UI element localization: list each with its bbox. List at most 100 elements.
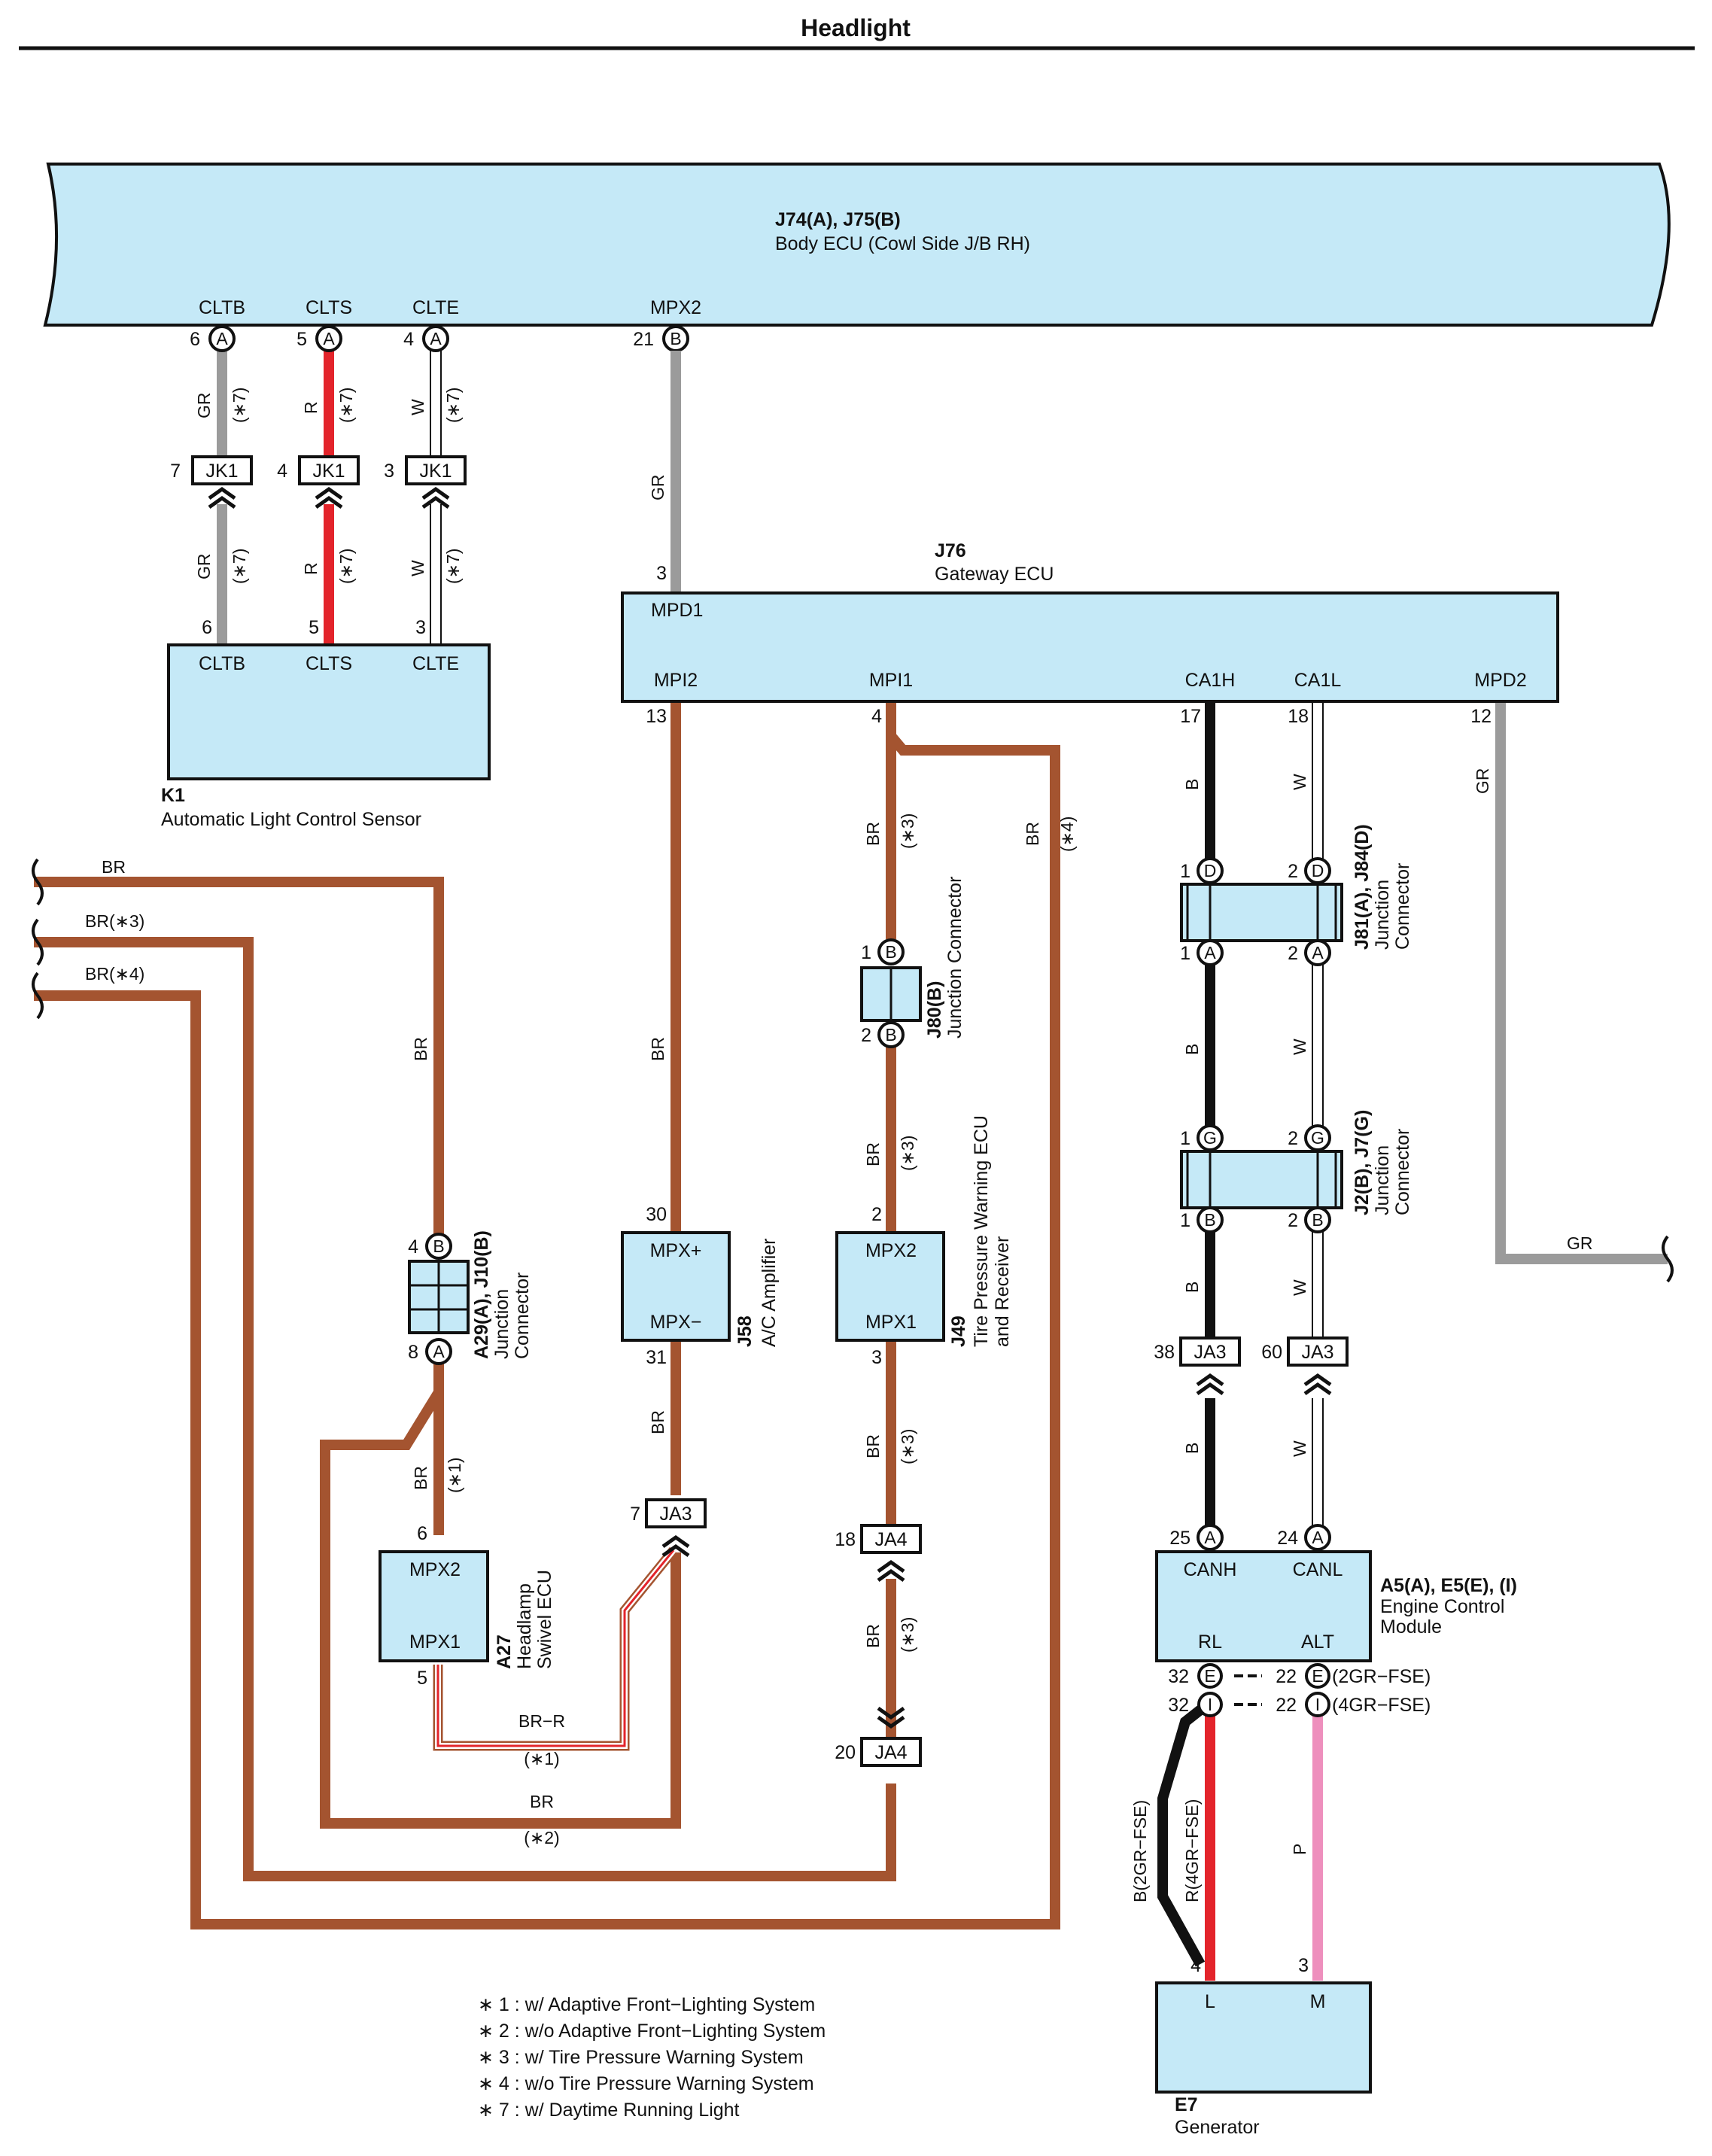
e7-num-m: 3 xyxy=(1298,1955,1309,1976)
e7-box xyxy=(1155,1981,1372,2094)
j58-amplifier: MPX+ MPX− 30 31 J58 A/C Amplifier xyxy=(621,1204,780,1368)
ecm-variant-i: (4GR−FSE) xyxy=(1332,1695,1431,1716)
gateway-name: Gateway ECU xyxy=(935,564,1054,585)
break-br3 xyxy=(32,918,44,966)
body-ecu-terminals: A 6 A 5 A 4 B 21 xyxy=(190,325,689,352)
gateway-pin-ca1h: CA1H xyxy=(1185,670,1236,691)
jk1-connectors: JK1 7 JK1 4 JK1 3 xyxy=(170,455,467,509)
a27-pin-mpx2: MPX2 xyxy=(409,1559,461,1580)
j81-box xyxy=(1180,883,1343,942)
j81-conn-a2: A xyxy=(1312,943,1324,962)
j81-num-d2: 2 xyxy=(1288,861,1298,882)
legend-item-1: ∗ 1 : w/ Adaptive Front−Lighting System xyxy=(478,1994,815,2015)
j2-conn-b2: B xyxy=(1312,1210,1323,1230)
j2-name1: Junction xyxy=(1372,1145,1393,1215)
label-w-upper: W xyxy=(408,399,427,415)
jk1-chevron-cltb xyxy=(208,486,236,509)
mark-3-c: (∗3) xyxy=(898,1429,917,1464)
j81-num-a2: 2 xyxy=(1288,943,1298,964)
label-br-star4: BR xyxy=(1023,822,1042,846)
ecm: A A 25 24 CANH CANL RL ALT A5(A), E5(E),… xyxy=(1155,1524,1517,1662)
brown-wires xyxy=(34,702,1060,1929)
e7-pin-l: L xyxy=(1205,1991,1215,2012)
gateway-box xyxy=(621,591,1559,703)
j2-conn-g1: G xyxy=(1203,1128,1217,1148)
ecm-pin-alt: ALT xyxy=(1301,1631,1334,1653)
label-w-3: W xyxy=(1290,1279,1309,1296)
footnote-legend: ∗ 1 : w/ Adaptive Front−Lighting System … xyxy=(478,1994,826,2121)
ja3-num-b: 38 xyxy=(1154,1342,1175,1363)
j2-num-g1: 1 xyxy=(1180,1128,1190,1149)
mark-3-a: (∗3) xyxy=(898,813,917,849)
label-b-3: B xyxy=(1182,1282,1202,1293)
gateway-pin-mpi2: MPI2 xyxy=(654,670,698,691)
e7-pin-m: M xyxy=(1310,1991,1326,2012)
terminal-clts-num: 5 xyxy=(296,329,307,350)
label-w-lower: W xyxy=(408,560,427,576)
e7-num-l: 4 xyxy=(1190,1955,1201,1976)
ja3-box-center xyxy=(645,1498,707,1528)
j2-num-b1: 1 xyxy=(1180,1210,1190,1231)
label-br-j49: BR xyxy=(863,1434,883,1458)
mark-1-b: (∗1) xyxy=(524,1749,559,1768)
terminal-clts xyxy=(315,325,342,352)
mark-2-a: (∗2) xyxy=(524,1828,559,1847)
label-br-left: BR xyxy=(102,857,126,877)
gateway-pin-num-mpd2: 12 xyxy=(1470,706,1492,727)
j2-num-b2: 2 xyxy=(1288,1210,1298,1231)
a27-num-mpx2: 6 xyxy=(417,1523,427,1544)
label-br4-left: BR(∗4) xyxy=(85,964,144,984)
k1-pin-num-clte: 3 xyxy=(415,617,426,638)
gateway-pin-num-ca1l: 18 xyxy=(1288,706,1309,727)
mark-7-e: (∗7) xyxy=(443,388,463,423)
wire-b-2gr xyxy=(1157,1698,1214,1967)
label-brr: BR−R xyxy=(518,1711,565,1731)
jk1-chevron-clts xyxy=(315,486,343,509)
ecm-box xyxy=(1155,1550,1372,1662)
j80-num-top: 1 xyxy=(861,942,871,963)
ja3-box-b xyxy=(1179,1336,1241,1367)
ja4-label-top: JA4 xyxy=(874,1529,907,1550)
ja3-box-w xyxy=(1287,1336,1349,1367)
ecm-conn-e-alt: E xyxy=(1312,1666,1323,1686)
j58-name: A/C Amplifier xyxy=(759,1239,780,1347)
k1-pin-num-clts: 5 xyxy=(309,617,319,638)
j2-conn-b1: B xyxy=(1204,1210,1215,1230)
mark-1-a: (∗1) xyxy=(445,1458,464,1493)
j81-conn-d2: D xyxy=(1312,861,1324,880)
ecm-variant-e: (2GR−FSE) xyxy=(1332,1666,1431,1687)
wire-br-star4 xyxy=(34,732,1060,1929)
ecm-num-canl: 24 xyxy=(1277,1528,1298,1549)
gateway-code: J76 xyxy=(935,540,966,561)
ja3-chevron-w xyxy=(1303,1373,1332,1396)
ecm-pin-rl: RL xyxy=(1198,1631,1222,1653)
label-br-bottom: BR xyxy=(530,1792,554,1811)
ecm-num-e-rl: 32 xyxy=(1168,1666,1189,1687)
jk1-chevron-clte xyxy=(421,486,450,509)
j2-junction: G G B B 1 2 1 2 J2(B), J7(G) Junction Co… xyxy=(1180,1110,1413,1233)
j58-box xyxy=(621,1231,731,1342)
body-ecu-pin-cltb: CLTB xyxy=(199,297,245,318)
j2-box xyxy=(1180,1150,1343,1209)
label-p: P xyxy=(1290,1844,1309,1855)
body-ecu-pin-clts: CLTS xyxy=(306,297,352,318)
body-ecu-name: Body ECU (Cowl Side J/B RH) xyxy=(775,233,1030,254)
e7-generator: L M 4 3 E7 Generator xyxy=(1155,1955,1372,2138)
j80-conn-top: B xyxy=(885,942,896,962)
jk1-box-clte xyxy=(405,455,467,485)
label-b-4: B xyxy=(1182,1443,1202,1454)
ja3-label-w: JA3 xyxy=(1301,1342,1333,1363)
ecm-num-e-alt: 22 xyxy=(1276,1666,1297,1687)
label-w-4: W xyxy=(1290,1440,1309,1457)
ecm-code: A5(A), E5(E), (I) xyxy=(1380,1575,1517,1596)
e7-name: Generator xyxy=(1175,2117,1260,2138)
wire-break-marks xyxy=(32,858,44,1020)
generator-wires: B(2GR−FSE) R(4GR−FSE) P xyxy=(1130,1698,1323,1981)
body-ecu-code: J74(A), J75(B) xyxy=(775,209,901,230)
label-br-mpi1: BR xyxy=(863,822,883,846)
ja4-chevron-top xyxy=(877,1559,905,1583)
j49-num-mpx2: 2 xyxy=(871,1204,882,1225)
ecm-conn-i-rl: I xyxy=(1208,1695,1212,1714)
j58-num-minus: 31 xyxy=(646,1347,667,1368)
j58-pin-plus: MPX+ xyxy=(650,1240,702,1261)
